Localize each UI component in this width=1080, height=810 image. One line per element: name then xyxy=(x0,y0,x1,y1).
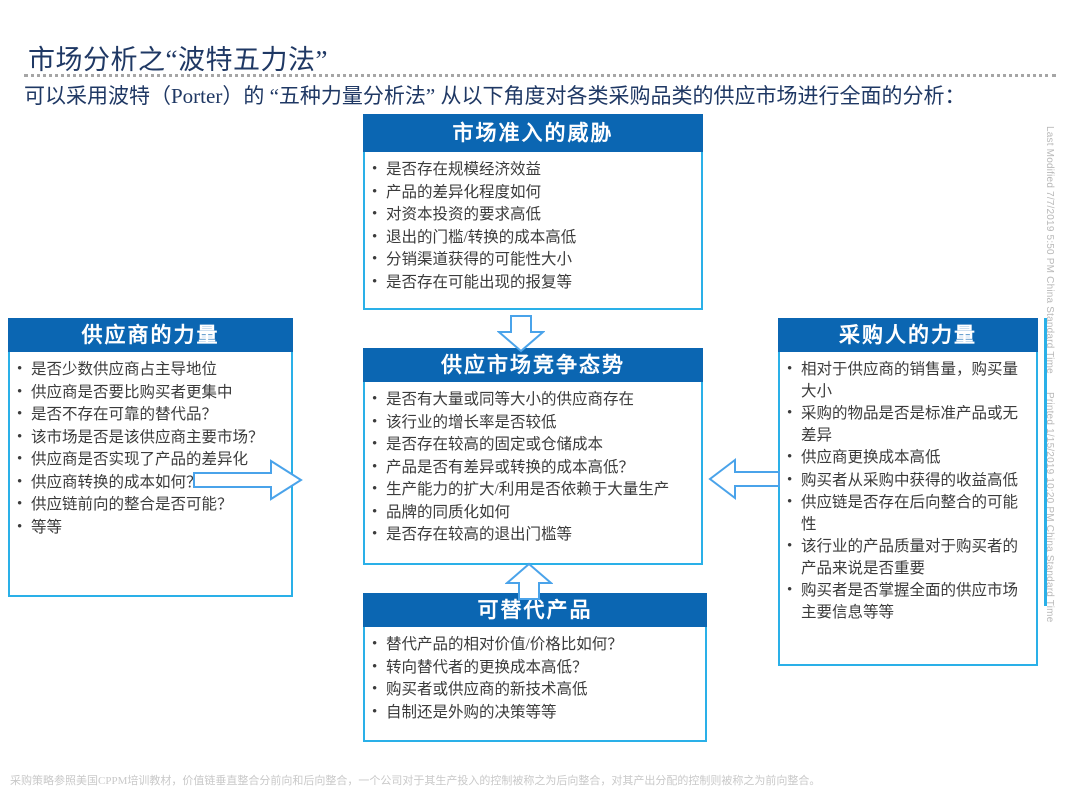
list-item: 供应商更换成本高低 xyxy=(786,447,1028,469)
side-rule xyxy=(1044,318,1047,606)
arrow-down-icon xyxy=(497,315,545,353)
list-item: 自制还是外购的决策等等 xyxy=(371,702,697,724)
list-item: 品牌的同质化如何 xyxy=(371,502,693,524)
list-item: 是否存在规模经济效益 xyxy=(371,159,693,181)
list-item: 该行业的产品质量对于购买者的产品来说是否重要 xyxy=(786,536,1028,579)
page-title: 市场分析之“波特五力法” xyxy=(28,45,328,75)
bullet-list-suppliers: 是否少数供应商占主导地位 供应商是否要比购买者更集中 是否不存在可靠的替代品？ … xyxy=(16,359,283,538)
box-title-rivalry: 供应市场竞争态势 xyxy=(363,348,703,382)
force-box-buyer-power: 采购人的力量 相对于供应商的销售量，购买量大小 采购的物品是否是标准产品或无差异… xyxy=(778,318,1038,666)
list-item: 转向替代者的更换成本高低？ xyxy=(371,657,697,679)
arrow-up-icon xyxy=(505,562,553,600)
list-item: 供应商是否实现了产品的差异化 xyxy=(16,449,283,471)
box-body-substitutes: 替代产品的相对价值/价格比如何？ 转向替代者的更换成本高低？ 购买者或供应商的新… xyxy=(363,627,707,742)
page-subtitle: 可以采用波特（Porter）的 “五种力量分析法” 从以下角度对各类采购品类的供… xyxy=(24,84,966,108)
list-item: 是否存在较高的固定或仓储成本 xyxy=(371,434,693,456)
list-item: 替代产品的相对价值/价格比如何？ xyxy=(371,634,697,656)
arrow-left-icon xyxy=(708,457,780,501)
list-item: 供应链前向的整合是否可能？ xyxy=(16,494,283,516)
list-item: 等等 xyxy=(16,517,283,539)
list-item: 相对于供应商的销售量，购买量大小 xyxy=(786,359,1028,402)
list-item: 购买者是否掌握全面的供应市场主要信息等等 xyxy=(786,580,1028,623)
arrow-right-icon xyxy=(193,458,303,502)
list-item: 是否少数供应商占主导地位 xyxy=(16,359,283,381)
box-body-buyers: 相对于供应商的销售量，购买量大小 采购的物品是否是标准产品或无差异 供应商更换成… xyxy=(778,352,1038,666)
list-item: 采购的物品是否是标准产品或无差异 xyxy=(786,403,1028,446)
list-item: 该行业的增长率是否较低 xyxy=(371,412,693,434)
list-item: 分销渠道获得的可能性大小 xyxy=(371,249,693,271)
list-item: 退出的门槛/转换的成本高低 xyxy=(371,227,693,249)
list-item: 是否不存在可靠的替代品？ xyxy=(16,404,283,426)
footer-note: 采购策略参照美国CPPM培训教材，价值链垂直整合分前向和后向整合，一个公司对于其… xyxy=(10,775,821,787)
force-box-substitute-products: 可替代产品 替代产品的相对价值/价格比如何？ 转向替代者的更换成本高低？ 购买者… xyxy=(363,593,707,742)
list-item: 产品是否有差异或转换的成本高低？ xyxy=(371,457,693,479)
list-item: 是否存在可能出现的报复等 xyxy=(371,272,693,294)
bullet-list-entrants: 是否存在规模经济效益 产品的差异化程度如何 对资本投资的要求高低 退出的门槛/转… xyxy=(371,159,693,293)
list-item: 购买者从采购中获得的收益高低 xyxy=(786,470,1028,492)
list-item: 该市场是否是该供应商主要市场？ xyxy=(16,427,283,449)
list-item: 供应商转换的成本如何？ xyxy=(16,472,283,494)
force-box-threat-of-new-entrants: 市场准入的威胁 是否存在规模经济效益 产品的差异化程度如何 对资本投资的要求高低… xyxy=(363,114,703,310)
stamp-printed: Printed 1/15/2019 10:20 PM China Standar… xyxy=(1044,392,1055,623)
list-item: 产品的差异化程度如何 xyxy=(371,182,693,204)
box-body-entrants: 是否存在规模经济效益 产品的差异化程度如何 对资本投资的要求高低 退出的门槛/转… xyxy=(363,152,703,310)
list-item: 生产能力的扩大/利用是否依赖于大量生产 xyxy=(371,479,693,501)
force-box-competitive-rivalry: 供应市场竞争态势 是否有大量或同等大小的供应商存在 该行业的增长率是否较低 是否… xyxy=(363,348,703,565)
bullet-list-buyers: 相对于供应商的销售量，购买量大小 采购的物品是否是标准产品或无差异 供应商更换成… xyxy=(786,359,1028,623)
list-item: 供应链是否存在后向整合的可能性 xyxy=(786,492,1028,535)
box-title-entrants: 市场准入的威胁 xyxy=(363,114,703,152)
box-title-suppliers: 供应商的力量 xyxy=(8,318,293,352)
list-item: 对资本投资的要求高低 xyxy=(371,204,693,226)
bullet-list-substitutes: 替代产品的相对价值/价格比如何？ 转向替代者的更换成本高低？ 购买者或供应商的新… xyxy=(371,634,697,723)
box-body-rivalry: 是否有大量或同等大小的供应商存在 该行业的增长率是否较低 是否存在较高的固定或仓… xyxy=(363,382,703,565)
bullet-list-rivalry: 是否有大量或同等大小的供应商存在 该行业的增长率是否较低 是否存在较高的固定或仓… xyxy=(371,389,693,546)
title-divider xyxy=(24,74,1056,80)
list-item: 供应商是否要比购买者更集中 xyxy=(16,382,283,404)
list-item: 购买者或供应商的新技术高低 xyxy=(371,679,697,701)
list-item: 是否存在较高的退出门槛等 xyxy=(371,524,693,546)
list-item: 是否有大量或同等大小的供应商存在 xyxy=(371,389,693,411)
box-title-buyers: 采购人的力量 xyxy=(778,318,1038,352)
